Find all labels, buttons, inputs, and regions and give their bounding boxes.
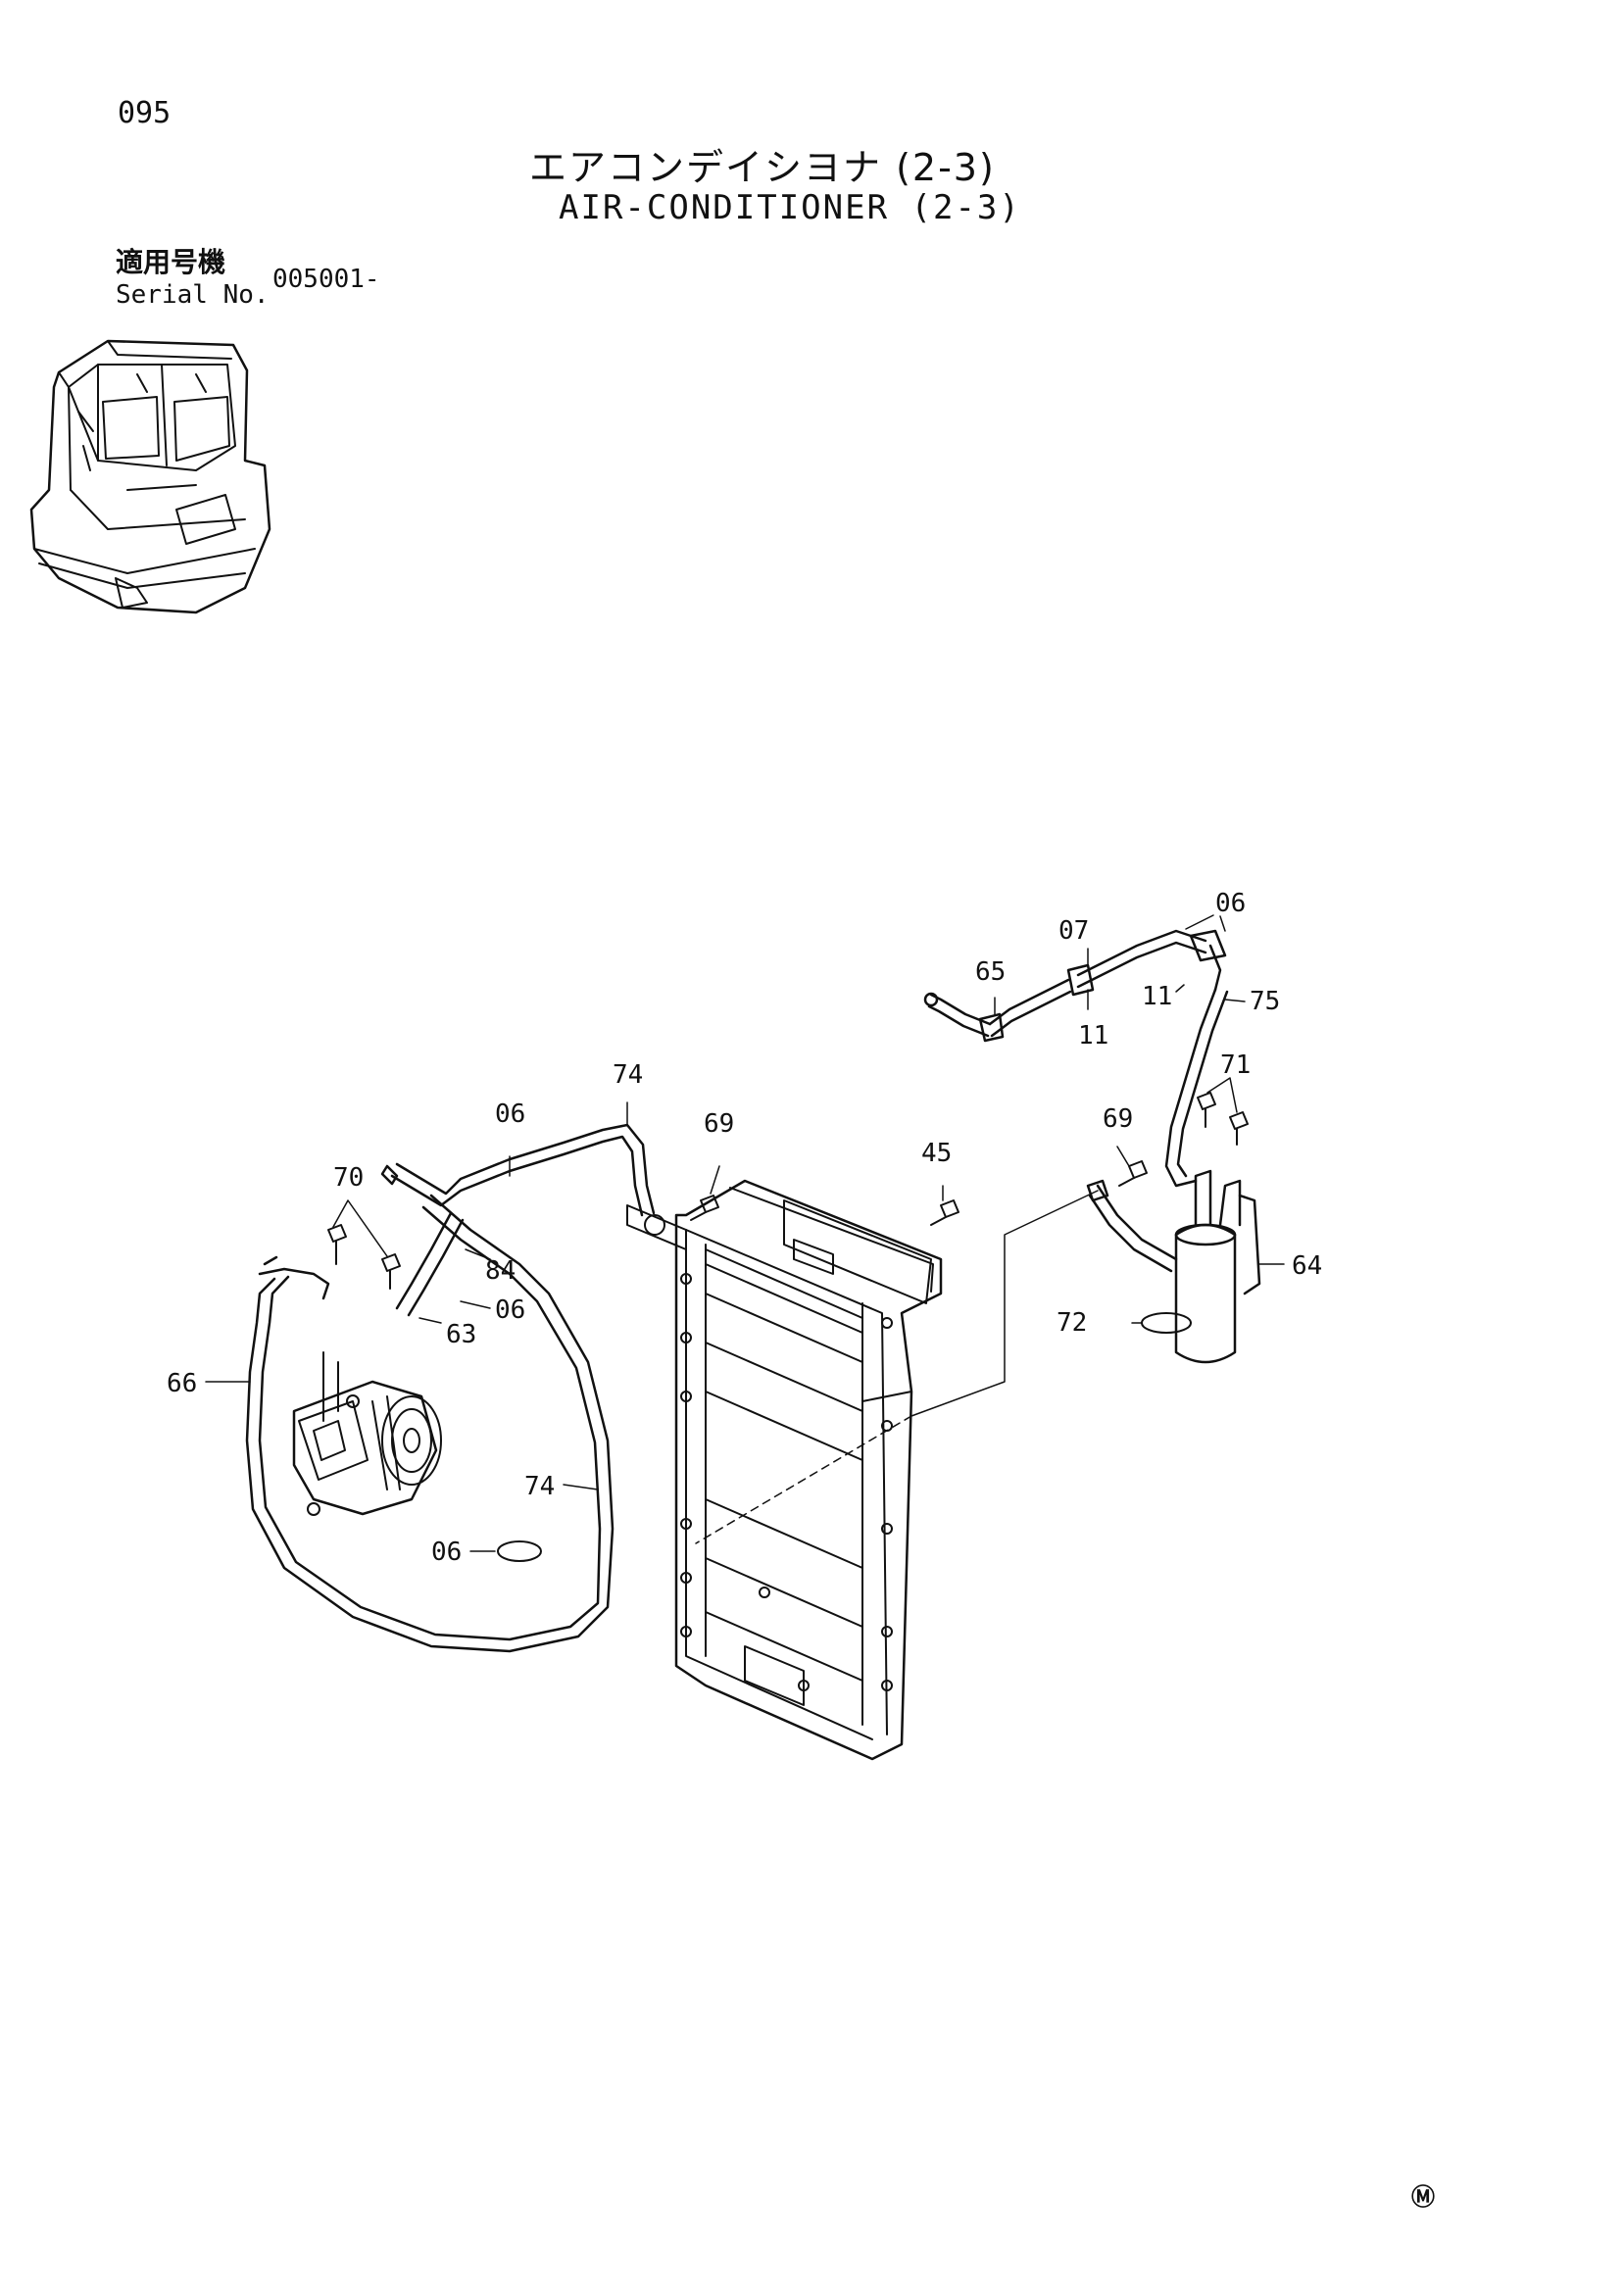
- cab-thumbnail-illustration: [29, 339, 271, 614]
- callout-74-low: 74: [524, 1472, 555, 1501]
- callout-72: 72: [1057, 1308, 1087, 1338]
- serial-number-value: 005001-: [272, 265, 380, 294]
- callout-66: 66: [167, 1369, 197, 1398]
- leader-lines: [205, 914, 1285, 1552]
- callout-64: 64: [1292, 1251, 1322, 1281]
- callout-70: 70: [333, 1163, 364, 1193]
- serial-label-japanese: 適用号機: [116, 246, 226, 278]
- page-number: 095: [118, 96, 172, 130]
- callout-71: 71: [1220, 1050, 1251, 1080]
- callout-11-right: 11: [1142, 982, 1172, 1011]
- bracket-illustration: [626, 1204, 687, 1250]
- condenser-frame-illustration: [674, 1179, 943, 1761]
- callout-69-right: 69: [1103, 1104, 1133, 1134]
- receiver-drier-illustration: [923, 929, 1261, 1364]
- m-mark: Ⓜ: [1411, 2183, 1435, 2211]
- callout-74-top: 74: [613, 1060, 643, 1090]
- callout-06-clamp: 06: [431, 1538, 462, 1567]
- callout-75: 75: [1250, 987, 1280, 1016]
- callout-06-top: 06: [1215, 889, 1246, 918]
- serial-label-english: Serial No.: [116, 280, 270, 310]
- callout-65: 65: [975, 957, 1006, 987]
- hose-lines: [245, 1123, 656, 1653]
- callout-06-hose: 06: [495, 1295, 525, 1325]
- callout-63: 63: [446, 1320, 476, 1349]
- callout-06-mid: 06: [495, 1099, 525, 1129]
- callout-11-left: 11: [1078, 1021, 1108, 1050]
- callout-07: 07: [1058, 916, 1089, 946]
- page-title-japanese: エアコンデイシヨナ (2-3): [529, 146, 996, 189]
- compressor-illustration: [292, 1351, 442, 1516]
- callout-69-mid: 69: [704, 1109, 734, 1139]
- callout-45: 45: [921, 1139, 952, 1168]
- page-title-english: AIR-CONDITIONER (2-3): [559, 188, 1021, 227]
- callout-84: 84: [485, 1256, 516, 1286]
